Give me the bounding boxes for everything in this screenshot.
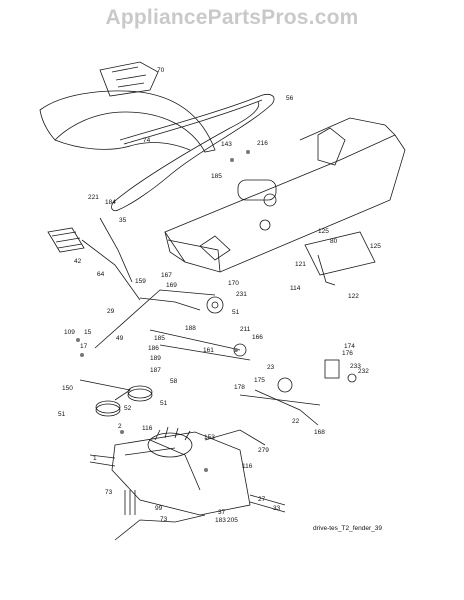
- shift-linkage: [94, 289, 216, 349]
- part-callout: 116: [142, 425, 153, 432]
- tractor-frame: [164, 134, 406, 273]
- part-callout: 184: [105, 199, 116, 206]
- part-callout: 174: [344, 343, 355, 350]
- part-callout: 49: [116, 335, 124, 342]
- part-callout: 211: [240, 326, 251, 333]
- part-callout: 187: [150, 367, 161, 374]
- pedal-arm: [81, 239, 141, 301]
- part-callout: 175: [254, 377, 265, 384]
- idler-pulley-58: [127, 388, 153, 402]
- part-callout: 56: [286, 95, 294, 102]
- hood-cover-70: [99, 61, 159, 97]
- part-callout: 35: [119, 217, 127, 224]
- part-callout: 15: [84, 329, 92, 336]
- part-callout: 17: [80, 343, 88, 350]
- part-callout: 176: [342, 350, 353, 357]
- part-callout: 29: [107, 308, 115, 315]
- part-callout: 73: [105, 489, 113, 496]
- part-callout: 279: [258, 447, 269, 454]
- part-callout: 186: [148, 345, 159, 352]
- part-callout: 150: [62, 385, 73, 392]
- part-callout: 183: [215, 517, 226, 524]
- part-callout: 64: [97, 271, 105, 278]
- part-callout: 216: [257, 140, 268, 147]
- foot-pedal: [47, 227, 85, 253]
- part-callout: 42: [74, 258, 82, 265]
- part-callout: 161: [203, 347, 214, 354]
- part-callout: 70: [157, 67, 165, 74]
- part-callout: 153: [204, 434, 215, 441]
- part-callout: 189: [150, 355, 161, 362]
- idler-pulley-51: [95, 403, 121, 417]
- drive-belt: [111, 94, 275, 212]
- part-callout: 166: [252, 334, 263, 341]
- part-callout: 167: [161, 272, 172, 279]
- part-callout: 2: [118, 423, 122, 430]
- transaxle: [111, 431, 251, 516]
- part-callout: 114: [290, 285, 301, 292]
- part-callout: 185: [211, 173, 222, 180]
- part-callout: 143: [221, 141, 232, 148]
- part-callout: 23: [267, 364, 275, 371]
- part-callout: 178: [234, 384, 245, 391]
- bracket-80: [304, 231, 376, 276]
- control-rod: [114, 514, 206, 541]
- part-callout: 170: [228, 280, 239, 287]
- part-callout: 232: [358, 368, 369, 375]
- part-callout: 125: [370, 243, 381, 250]
- linkage-rod-178: [239, 394, 321, 406]
- part-callout: 205: [227, 517, 238, 524]
- part-callout: 169: [166, 282, 177, 289]
- part-callout: 99: [155, 505, 163, 512]
- part-callout: 33: [273, 505, 281, 512]
- cross-shaft: [149, 329, 241, 351]
- part-callout: 159: [135, 278, 146, 285]
- part-callout: 168: [314, 429, 325, 436]
- part-callout: 51: [58, 411, 66, 418]
- part-callout: 122: [348, 293, 359, 300]
- part-callout: 116: [242, 463, 253, 470]
- part-callout: 27: [258, 496, 266, 503]
- part-callout: 1: [93, 455, 97, 462]
- part-callout: 51: [160, 400, 168, 407]
- part-callout: 125: [318, 228, 329, 235]
- part-callout: 37: [218, 509, 226, 516]
- site-watermark: AppliancePartsPros.com: [105, 6, 359, 29]
- part-callout: 231: [236, 291, 247, 298]
- part-callout: 52: [124, 405, 132, 412]
- diagram-caption: drive-tes_T2_fender_39: [313, 525, 382, 532]
- part-callout: 185: [154, 335, 165, 342]
- axle-right: [249, 494, 286, 513]
- part-callout: 121: [295, 261, 306, 268]
- part-callout: 51: [232, 309, 240, 316]
- part-callout: 221: [88, 194, 99, 201]
- part-callout: 188: [185, 325, 196, 332]
- part-callout: 22: [292, 418, 300, 425]
- part-callout: 74: [143, 137, 151, 144]
- fender-panel-lower: [54, 139, 191, 151]
- part-callout: 109: [64, 329, 75, 336]
- part-callout: 80: [330, 238, 338, 245]
- part-callout: 58: [170, 378, 178, 385]
- part-callout: 233: [350, 363, 361, 370]
- axle-left: [89, 454, 116, 467]
- part-callout: 73: [160, 516, 168, 523]
